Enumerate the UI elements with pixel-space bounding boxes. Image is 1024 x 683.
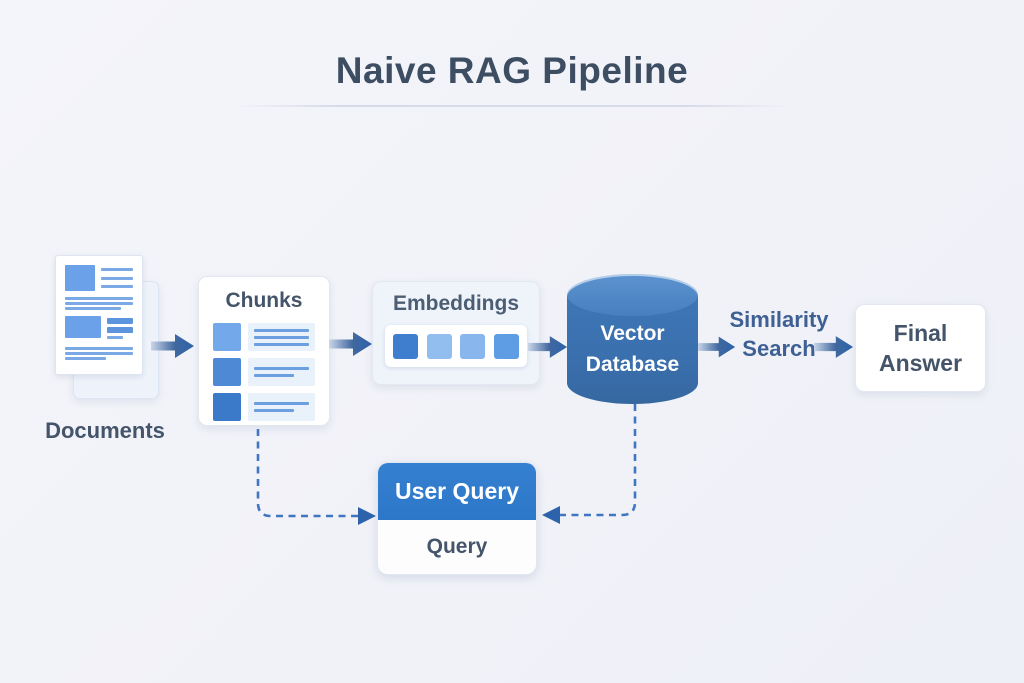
doc-line <box>65 352 133 355</box>
database-to-query-dashed-line <box>560 404 637 517</box>
chunk-row <box>213 323 315 351</box>
chunk-text-lines <box>248 393 315 421</box>
embedding-square-icon <box>426 333 452 359</box>
arrow-right-icon <box>698 336 736 358</box>
title-divider <box>235 105 790 107</box>
similarity-search-label: Similarity Search <box>729 307 829 361</box>
chunk-text-lines <box>248 358 315 386</box>
embedding-square-icon <box>460 333 486 359</box>
embedding-square-icon <box>393 333 419 359</box>
doc-text-lines <box>101 265 133 291</box>
user-query-header: User Query <box>378 463 536 520</box>
chunk-line <box>254 374 294 377</box>
chunk-line <box>254 367 309 370</box>
doc-image-block <box>65 265 95 291</box>
embeddings-label: Embeddings <box>392 292 519 315</box>
doc-line <box>101 268 133 272</box>
documents-label: Documents <box>45 418 165 443</box>
database-cylinder-top-icon <box>567 274 698 316</box>
doc-image-block <box>65 316 101 338</box>
documents-icon <box>55 255 215 399</box>
chunk-square-icon <box>213 323 241 351</box>
final-answer-node: Final Answer <box>855 304 986 392</box>
doc-row <box>65 265 133 291</box>
doc-line <box>107 317 133 324</box>
arrowhead-left-icon <box>542 506 560 524</box>
embedding-square-icon <box>493 333 519 359</box>
chunk-line <box>254 409 294 412</box>
chunk-square-icon <box>213 358 241 386</box>
chunks-label: Chunks <box>225 289 303 312</box>
doc-line <box>65 357 106 360</box>
arrow-right-icon <box>151 334 194 358</box>
doc-line <box>101 276 133 280</box>
embeddings-node: Embeddings <box>372 281 540 385</box>
arrow-right-icon <box>528 336 568 358</box>
user-query-node: User Query Query <box>377 462 537 575</box>
doc-text-lines <box>107 316 133 341</box>
chunk-text-lines <box>248 323 315 351</box>
doc-line <box>101 284 133 288</box>
chunk-line <box>254 328 309 332</box>
final-answer-label: Final Answer <box>878 320 963 376</box>
chunk-square-icon <box>213 393 241 421</box>
doc-row <box>65 316 133 341</box>
arrow-right-icon <box>814 336 854 358</box>
embedding-vector-strip <box>385 325 527 367</box>
page-title: Naive RAG Pipeline <box>335 50 689 91</box>
chunk-line <box>254 402 309 405</box>
vector-database-label: Vector Database <box>585 322 680 376</box>
chunks-node: Chunks <box>198 276 330 426</box>
document-page-front-icon <box>55 255 143 375</box>
arrowhead-right-icon <box>358 507 376 525</box>
chunk-row <box>213 358 315 386</box>
doc-line <box>65 302 133 305</box>
chunks-to-query-dashed-line <box>256 429 358 518</box>
doc-line <box>65 347 133 350</box>
doc-line <box>65 297 133 300</box>
arrow-right-icon <box>329 332 372 356</box>
vector-database-node: Vector Database <box>567 274 698 404</box>
doc-line <box>65 307 121 310</box>
doc-line <box>107 336 123 339</box>
chunk-row <box>213 393 315 421</box>
chunk-line <box>254 342 309 346</box>
doc-line <box>107 326 133 333</box>
chunk-line <box>254 335 309 339</box>
user-query-body-label: Query <box>378 520 536 574</box>
